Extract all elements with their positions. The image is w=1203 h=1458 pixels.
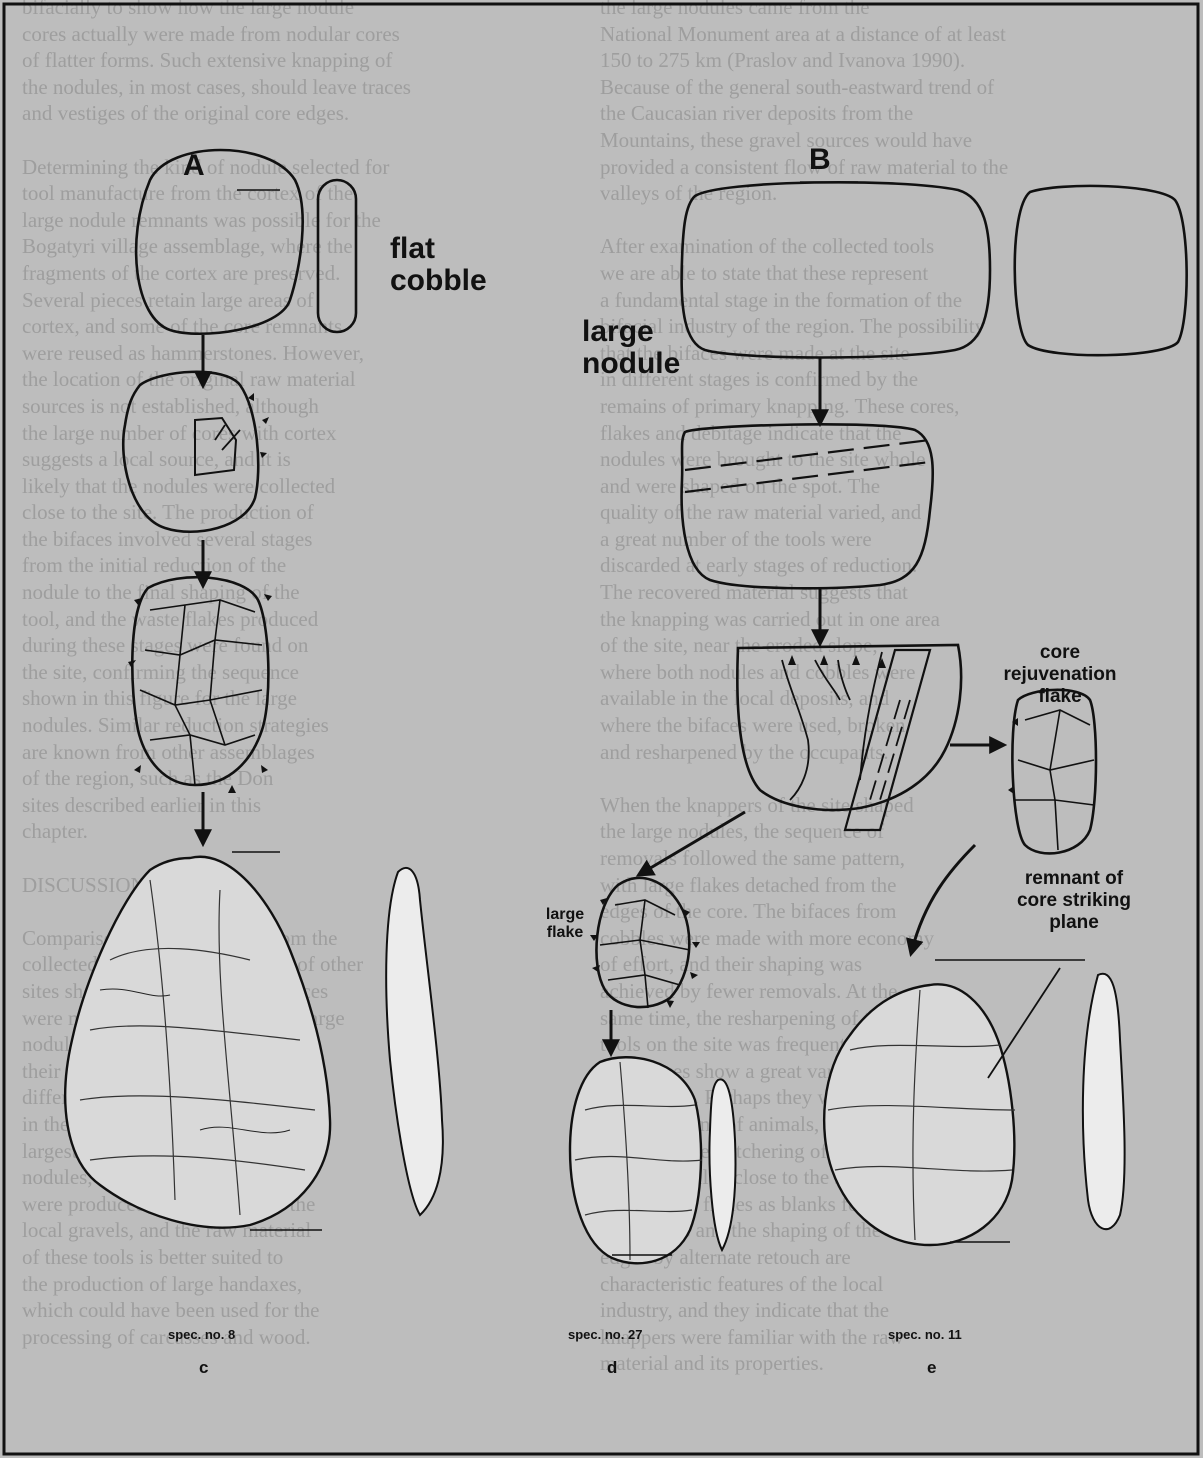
- core-rejuvenation-flake-label: core rejuvenation flake: [990, 642, 1130, 708]
- split-nodule: [682, 424, 933, 588]
- biface-c-illustration: [65, 857, 330, 1228]
- sub-letter-c: c: [199, 1358, 208, 1378]
- flat-cobble-label: flat cobble: [390, 233, 500, 296]
- panel-b-letter: B: [809, 143, 831, 177]
- biface-c-profile: [386, 868, 443, 1215]
- sub-letter-d: d: [607, 1358, 617, 1378]
- large-flake: [596, 878, 689, 1007]
- large-nodule-profile: [1015, 186, 1187, 355]
- sub-letter-e: e: [927, 1358, 936, 1378]
- biface-e-profile: [1083, 974, 1125, 1229]
- panel-a-diagram: [65, 150, 443, 1230]
- spec-label-d: spec. no. 27: [568, 1327, 642, 1342]
- large-nodule-label: large nodule: [582, 316, 722, 379]
- core-with-removals: [737, 645, 961, 810]
- partially-flaked-cobble: [123, 372, 258, 532]
- panel-a-letter: A: [183, 149, 205, 183]
- spec-label-c: spec. no. 8: [168, 1327, 235, 1342]
- large-flake-label: large flake: [529, 906, 601, 943]
- flat-cobble-outline: [136, 150, 303, 334]
- flat-cobble-profile: [318, 180, 356, 332]
- core-rejuvenation-flake: [1012, 690, 1096, 854]
- biface-roughout: [132, 577, 268, 785]
- remnant-striking-plane-label: remnant of core striking plane: [1008, 868, 1140, 934]
- spec-label-e: spec. no. 11: [888, 1327, 962, 1342]
- large-nodule-outline: [682, 182, 990, 357]
- biface-e-illustration: [824, 984, 1014, 1245]
- biface-d-profile: [710, 1079, 736, 1250]
